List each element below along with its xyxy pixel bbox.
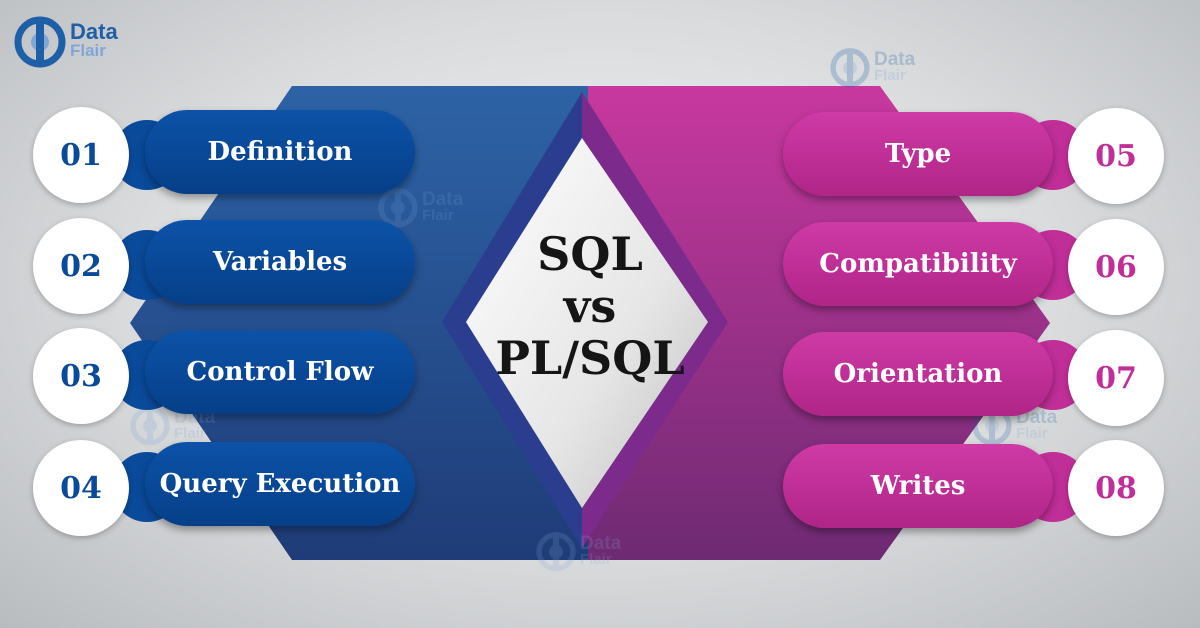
topic-pill-variables: Variables <box>145 220 415 304</box>
topic-label: Writes <box>870 471 966 501</box>
topic-pill-definition: Definition <box>145 110 415 194</box>
topic-label: Compatibility <box>819 249 1017 279</box>
watermark-logo-icon <box>378 188 418 228</box>
topic-pill-writes: Writes <box>783 444 1053 528</box>
left-hexagon-half <box>130 86 588 560</box>
watermark-line-2: Flair <box>422 206 454 224</box>
topic-pill-control-flow: Control Flow <box>145 330 415 414</box>
number-text: 08 <box>1095 470 1137 506</box>
watermark-line-2: Flair <box>580 550 612 568</box>
center-title: SQL vs PL/SQL <box>480 228 700 384</box>
number-badge-01: 01 <box>33 107 129 203</box>
number-text: 03 <box>60 358 102 394</box>
watermark-logo-icon <box>130 406 170 446</box>
watermark-logo: Data Flair <box>378 186 463 228</box>
number-badge-03: 03 <box>33 328 129 424</box>
center-title-line-3: PL/SQL <box>495 331 685 385</box>
topic-pill-orientation: Orientation <box>783 332 1053 416</box>
number-badge-06: 06 <box>1068 219 1164 315</box>
center-title-line-2: vs <box>563 279 617 333</box>
center-diamond <box>466 138 708 508</box>
number-badge-07: 07 <box>1068 330 1164 426</box>
topic-label: Variables <box>212 247 348 277</box>
watermark-logo-icon <box>830 48 870 88</box>
number-text: 01 <box>60 137 102 173</box>
center-title-line-1: SQL <box>537 227 643 281</box>
number-text: 04 <box>60 470 102 506</box>
watermark-logo-icon <box>536 532 576 572</box>
watermark-line-2: Flair <box>174 424 206 442</box>
number-text: 07 <box>1095 360 1137 396</box>
topic-label: Orientation <box>833 359 1003 389</box>
number-badge-08: 08 <box>1068 440 1164 536</box>
number-text: 05 <box>1095 138 1137 174</box>
number-badge-05: 05 <box>1068 108 1164 204</box>
dataflair-logo: Data Flair <box>14 14 118 68</box>
watermark-line-2: Flair <box>874 66 906 84</box>
watermark-line-1: Data <box>422 188 464 210</box>
topic-label: Definition <box>207 137 353 167</box>
topic-pill-type: Type <box>783 112 1053 196</box>
watermark-line-1: Data <box>580 532 622 554</box>
number-text: 06 <box>1095 249 1137 285</box>
logo-line-2: Flair <box>70 41 106 61</box>
topic-label: Control Flow <box>186 357 374 387</box>
topic-label: Query Execution <box>159 469 401 499</box>
number-text: 02 <box>60 248 102 284</box>
watermark-line-2: Flair <box>1016 424 1048 442</box>
topic-pill-query-execution: Query Execution <box>145 442 415 526</box>
watermark-logo: Data Flair <box>830 46 915 88</box>
number-badge-02: 02 <box>33 218 129 314</box>
topic-pill-compatibility: Compatibility <box>783 222 1053 306</box>
right-hexagon-half <box>588 86 1050 560</box>
watermark-line-1: Data <box>874 48 916 70</box>
logo-line-1: Data <box>70 19 118 45</box>
dataflair-logo-icon <box>14 16 66 68</box>
topic-label: Type <box>884 139 952 169</box>
watermark-logo: Data Flair <box>536 530 621 572</box>
number-badge-04: 04 <box>33 440 129 536</box>
